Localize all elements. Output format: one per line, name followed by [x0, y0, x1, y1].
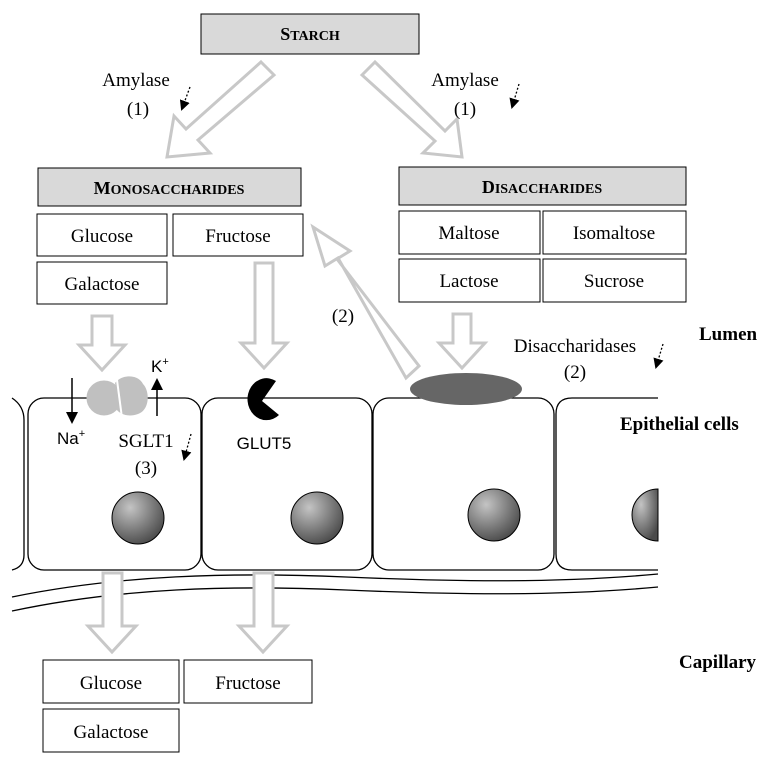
- cap-item-glucose: Glucose: [42, 659, 180, 704]
- nucleus-3: [467, 488, 521, 542]
- mono-initial: M: [94, 178, 111, 198]
- glut5-label: GLUT5: [237, 434, 292, 453]
- epithelial-cell-1: [27, 397, 202, 571]
- amylase-left: Amylase (1): [102, 70, 191, 120]
- epithelial-cell-3: [372, 397, 555, 571]
- disaccharidase-enzyme: [410, 373, 522, 405]
- di-item-sucrose: Sucrose: [542, 258, 687, 303]
- svg-text:MONOSACCHARIDES: MONOSACCHARIDES: [94, 178, 245, 198]
- hollow-arrow-starch-to-mono: [165, 59, 277, 159]
- mono-rest: ONOSACCHARIDES: [111, 183, 245, 198]
- glut5-pacman-icon: [247, 378, 279, 421]
- epithelial-cell-2: [201, 397, 373, 571]
- disaccharides-box: DISACCHARIDES: [398, 166, 687, 206]
- mono-item-galactose: Galactose: [36, 261, 168, 305]
- na-label: Na: [57, 429, 79, 448]
- amylase-left-label: Amylase: [102, 70, 170, 91]
- nucleus-2: [290, 491, 344, 545]
- region-capillary: Capillary: [679, 652, 757, 673]
- amylase-right: Amylase (1): [431, 70, 520, 120]
- mono-item-fructose: Fructose: [172, 213, 304, 257]
- hollow-arrow-fructose-to-glut5: [237, 261, 291, 371]
- svg-text:K+: K+: [151, 356, 169, 376]
- starch-rest: TARCH: [290, 29, 340, 44]
- sglt1-transporter: Na+ K+ SGLT1 (3): [57, 356, 192, 479]
- cap-item-fructose: Fructose: [183, 659, 313, 704]
- hollow-arrow-di-to-enzyme: [435, 312, 489, 371]
- hollow-arrow-to-capillary-glucose: [84, 571, 140, 655]
- epithelial-layer: [11, 397, 659, 571]
- svg-text:STARCH: STARCH: [280, 24, 340, 44]
- hollow-arrow-starch-to-di: [359, 59, 464, 159]
- monosaccharides-box: MONOSACCHARIDES: [37, 167, 302, 207]
- glut5-transporter: GLUT5: [237, 378, 292, 453]
- hollow-arrow-enzyme-to-mono: [310, 223, 422, 381]
- sglt1-step: (3): [135, 458, 157, 479]
- svg-text:Maltose: Maltose: [438, 223, 499, 244]
- region-epithelial: Epithelial cells: [620, 414, 739, 435]
- di-rest: ISACCHARIDES: [495, 182, 603, 197]
- cap-item-galactose: Galactose: [42, 708, 180, 753]
- di-item-maltose: Maltose: [398, 210, 541, 255]
- nucleus-1: [111, 491, 165, 545]
- k-label: K: [151, 357, 163, 376]
- mono-item-glucose: Glucose: [36, 213, 168, 257]
- svg-text:Fructose: Fructose: [215, 673, 280, 694]
- dotted-arrow-icon: [653, 343, 664, 369]
- disaccharidases: Disaccharidases (2): [514, 336, 664, 383]
- hollow-arrow-mono-to-sglt1: [75, 314, 129, 373]
- di-item-isomaltose: Isomaltose: [542, 210, 687, 255]
- svg-text:Galactose: Galactose: [65, 274, 140, 295]
- amylase-right-step: (1): [454, 99, 476, 120]
- sglt1-right-half: [114, 376, 148, 416]
- di-item-lactose: Lactose: [398, 258, 541, 303]
- nucleus-4: [631, 488, 659, 542]
- svg-text:Fructose: Fructose: [205, 226, 270, 247]
- svg-text:Isomaltose: Isomaltose: [573, 223, 655, 244]
- svg-text:Na+: Na+: [57, 428, 85, 448]
- cell-partial-left: [11, 397, 25, 571]
- epithelial-cell-4: [555, 397, 658, 571]
- amylase-left-step: (1): [127, 99, 149, 120]
- hollow-arrow-to-capillary-fructose: [235, 571, 291, 655]
- sglt1-label: SGLT1: [118, 431, 173, 452]
- region-lumen: Lumen: [699, 324, 758, 345]
- disaccharidases-step: (2): [564, 362, 586, 383]
- step-2-label: (2): [332, 306, 354, 327]
- svg-text:Sucrose: Sucrose: [584, 271, 644, 292]
- svg-text:DISACCHARIDES: DISACCHARIDES: [482, 177, 603, 197]
- disaccharidases-label: Disaccharidases: [514, 336, 636, 357]
- di-initial: D: [482, 177, 495, 197]
- starch-box: STARCH: [200, 13, 420, 55]
- dotted-arrow-icon: [179, 86, 191, 111]
- svg-text:Glucose: Glucose: [71, 226, 133, 247]
- amylase-right-label: Amylase: [431, 70, 499, 91]
- dotted-arrow-icon: [509, 83, 520, 109]
- starch-initial: S: [280, 24, 290, 44]
- svg-text:Glucose: Glucose: [80, 673, 142, 694]
- svg-text:Galactose: Galactose: [74, 722, 149, 743]
- svg-text:Lactose: Lactose: [439, 271, 498, 292]
